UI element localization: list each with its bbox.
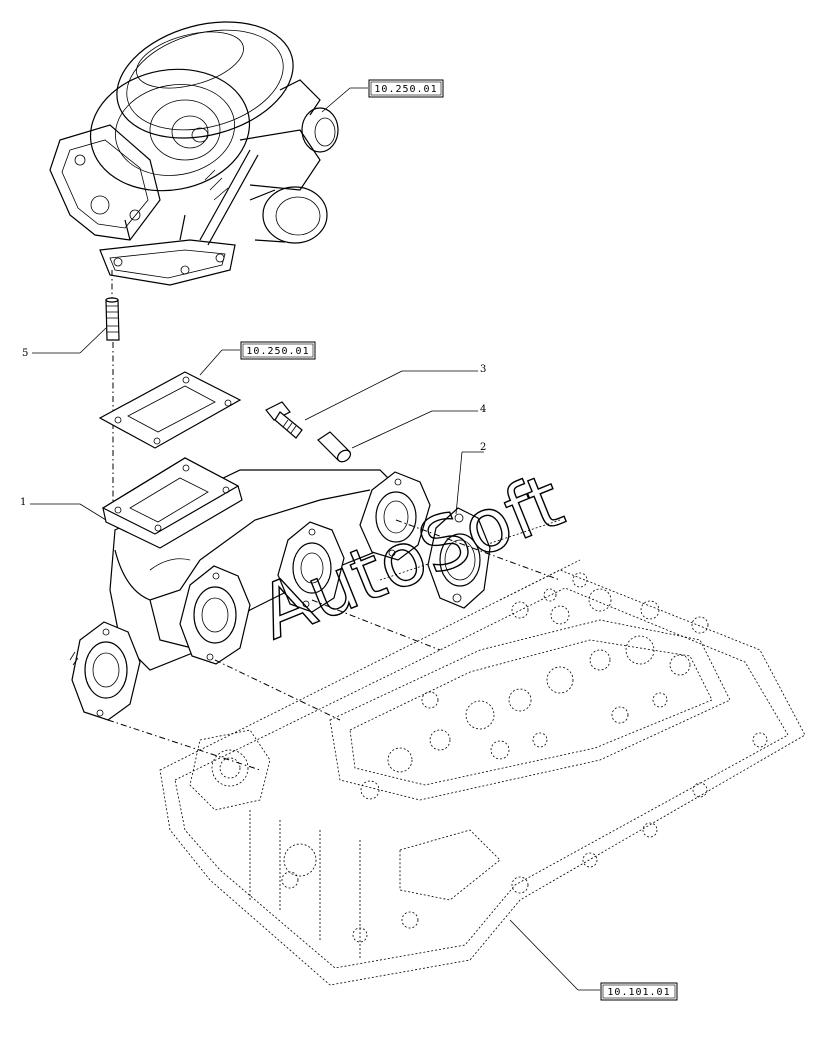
head-ref-box: 10.101.01 [600,982,678,1001]
turbo-ref-box: 10.250.01 [368,79,444,98]
head-ref-label: 10.101.01 [607,987,670,998]
turbo-ref-leader [321,87,351,113]
callout-3: 3 [480,364,486,375]
gasket-ref-label: 10.250.01 [246,346,309,357]
axis-port-1 [107,719,261,771]
axis-port-2 [214,659,341,721]
bolt-part-3 [265,401,303,439]
turbo-flange-gasket [98,371,242,449]
spacer-part-4 [317,431,352,463]
axis-port-4 [395,519,561,581]
turbo-ref-label: 10.250.01 [374,84,437,95]
turbocharger [49,21,339,286]
gasket-ref-box: 10.250.01 [240,341,316,360]
axis-port-3 [311,599,441,651]
callout-2: 2 [480,442,486,453]
head-ref-leader [509,919,579,991]
port-gasket-part-2 [427,507,491,609]
callout-4: 4 [480,404,486,415]
stud-part-5 [105,297,120,341]
callout-5: 5 [22,348,28,359]
exhaust-manifold-part-1 [69,457,431,721]
cylinder-head [159,519,806,986]
callout-1: 1 [20,497,26,508]
